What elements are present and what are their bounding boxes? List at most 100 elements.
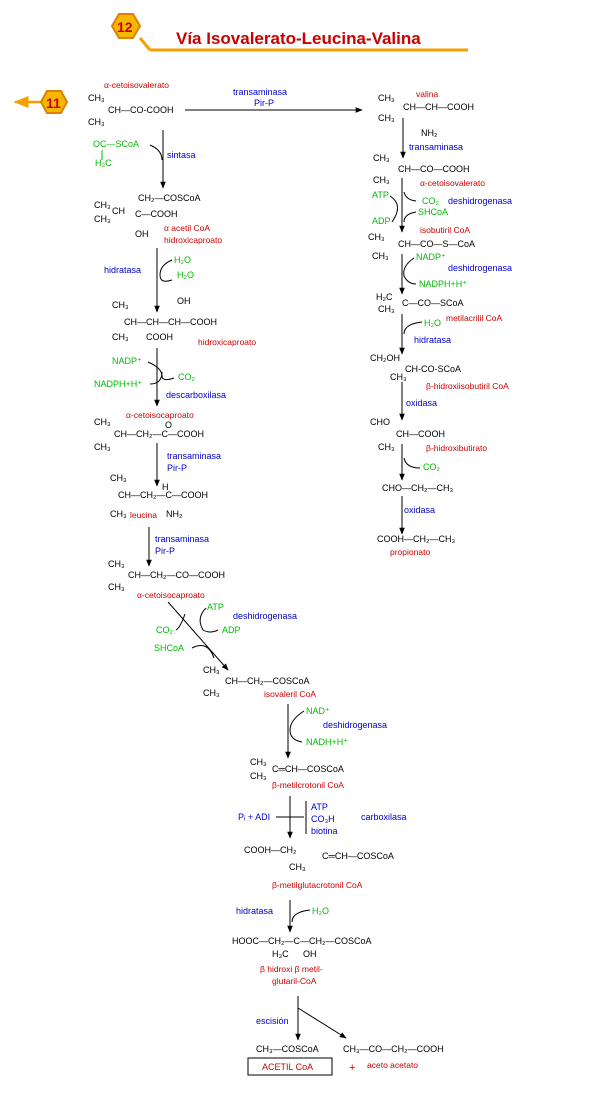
- reaction-arrow: [167, 601, 229, 671]
- formula: C═CH—COSCoA: [272, 764, 344, 774]
- cofactor-label: CO₂: [422, 196, 440, 206]
- formula: OH: [177, 296, 191, 306]
- formula: CH₃: [110, 509, 127, 519]
- formula: CH-CO-SCoA: [405, 364, 461, 374]
- formula: CH—CH—COOH: [403, 102, 474, 112]
- back-link-11[interactable]: 11: [13, 90, 69, 114]
- enzyme-label: transaminasa: [155, 534, 209, 544]
- enzyme-label: deshidrogenasa: [448, 196, 512, 206]
- formula: CH₃: [94, 200, 111, 210]
- formula: CH₃: [378, 442, 395, 452]
- formula: CH₃: [378, 304, 395, 314]
- formula: CH—CO—S—CoA: [398, 239, 475, 249]
- cofactor-label: Pir-P: [167, 463, 187, 473]
- formula: NH₂: [421, 128, 438, 138]
- formula: CH₃: [94, 442, 111, 452]
- formula: CHO—CH₂—CH₃: [382, 483, 453, 493]
- formula: H₃C: [272, 949, 289, 959]
- curved-arrow: [403, 457, 421, 469]
- cofactor-label: Pir-P: [254, 98, 274, 108]
- formula: CH₂—COSCoA: [138, 193, 201, 203]
- formula: CH₃: [372, 251, 389, 261]
- formula: HOOC—CH₂—C—CH₂—COSCoA: [232, 936, 372, 946]
- formula: CH₃: [368, 232, 385, 242]
- cofactor-label: H₂O: [174, 255, 191, 265]
- formula: CH₃: [373, 175, 390, 185]
- cofactor-label: ATP: [372, 190, 389, 200]
- back-badge-icon[interactable]: [39, 90, 69, 114]
- compound-name: isovaleril CoA: [264, 689, 316, 699]
- cofactor-label: H₂O: [177, 270, 194, 280]
- formula: CH₃: [250, 771, 267, 781]
- compound-name: β-hidroxibutirato: [426, 443, 487, 453]
- curved-arrow: [403, 211, 417, 223]
- formula: CH₃: [108, 582, 125, 592]
- cofactor-label: OC—SCoA: [93, 139, 139, 149]
- enzyme-label: deshidrogenasa: [448, 263, 512, 273]
- page-number: 12: [117, 19, 133, 35]
- formula: NH₂: [166, 509, 183, 519]
- formula: CH—CH₂—C—COOH: [118, 490, 208, 500]
- curved-arrow: [289, 710, 305, 743]
- cofactor-label: H₂O: [424, 318, 441, 328]
- compound-name: hidroxicaproato: [198, 337, 256, 347]
- cofactor-label: H₃C: [95, 158, 112, 168]
- compound-name: leucina: [130, 510, 157, 520]
- curved-arrow: [175, 613, 186, 631]
- formula: CH—CH₂—C—COOH: [114, 429, 204, 439]
- formula: CH₃: [378, 113, 395, 123]
- formula: CH—CH₂—COSCoA: [225, 676, 310, 686]
- formula: CH₃: [112, 300, 129, 310]
- compound-name: isobutiril CoA: [420, 225, 470, 235]
- formula: CH₃: [108, 559, 125, 569]
- curved-arrow: [149, 371, 163, 385]
- formula: CH₃: [378, 93, 395, 103]
- product-label: ACETIL CoA: [262, 1062, 313, 1072]
- enzyme-label: hidratasa: [104, 265, 141, 275]
- enzyme-label: carboxilasa: [361, 812, 407, 822]
- curved-arrow: [159, 259, 173, 282]
- formula: CH₃: [88, 93, 105, 103]
- formula: CH₃: [110, 473, 127, 483]
- cofactor-label: ATP: [207, 602, 224, 612]
- formula: CH₃: [112, 332, 129, 342]
- formula: CH₃—COSCoA: [256, 1044, 319, 1054]
- cofactor-label: NADPH+H⁺: [419, 279, 467, 289]
- curved-arrow: [191, 645, 215, 659]
- cofactor-label: ATP: [311, 802, 328, 812]
- curved-arrow: [403, 191, 417, 202]
- product-label: aceto acetato: [367, 1060, 418, 1070]
- cofactor-label: CO₂: [156, 625, 174, 635]
- formula: CH₃: [390, 372, 407, 382]
- cofactor-label: SHCoA: [418, 207, 448, 217]
- cofactor-label: CO₂: [178, 372, 196, 382]
- back-link-label[interactable]: 11: [46, 95, 61, 111]
- cofactor-label: CO₃H: [311, 814, 335, 824]
- compound-name: α-cetoisocaproato: [137, 590, 205, 600]
- reaction-arrow: [297, 1007, 347, 1039]
- compound-name: valina: [416, 89, 438, 99]
- cofactor-label: biotina: [311, 826, 338, 836]
- curved-arrow: [149, 144, 163, 161]
- formula: CH₃: [203, 665, 220, 675]
- cofactor-label: NADP⁺: [112, 356, 142, 366]
- compound-name: glutaril-CoA: [272, 976, 317, 986]
- cofactor-label: NADP⁺: [416, 252, 446, 262]
- curved-arrow: [199, 607, 219, 633]
- formula: CH₃: [250, 757, 267, 767]
- compound-name: α-cetoisovalerato: [104, 80, 169, 90]
- formula: CH₃: [94, 417, 111, 427]
- enzyme-label: sintasa: [167, 150, 196, 160]
- cofactor-label: NAD⁺: [306, 706, 330, 716]
- curved-arrow: [403, 321, 423, 335]
- compound-name: α-cetoisocaproato: [126, 410, 194, 420]
- cofactor-label: NADPH+H⁺: [94, 379, 142, 389]
- compound-name: β hidroxi β metil-: [260, 964, 323, 974]
- acetil-coa-box: [247, 1057, 333, 1076]
- formula: CH₃: [373, 153, 390, 163]
- enzyme-label: deshidrogenasa: [323, 720, 387, 730]
- enzyme-label: hidratasa: [236, 906, 273, 916]
- cofactor-label: Pir-P: [155, 546, 175, 556]
- page-title: Vía Isovalerato-Leucina-Valina: [176, 29, 421, 48]
